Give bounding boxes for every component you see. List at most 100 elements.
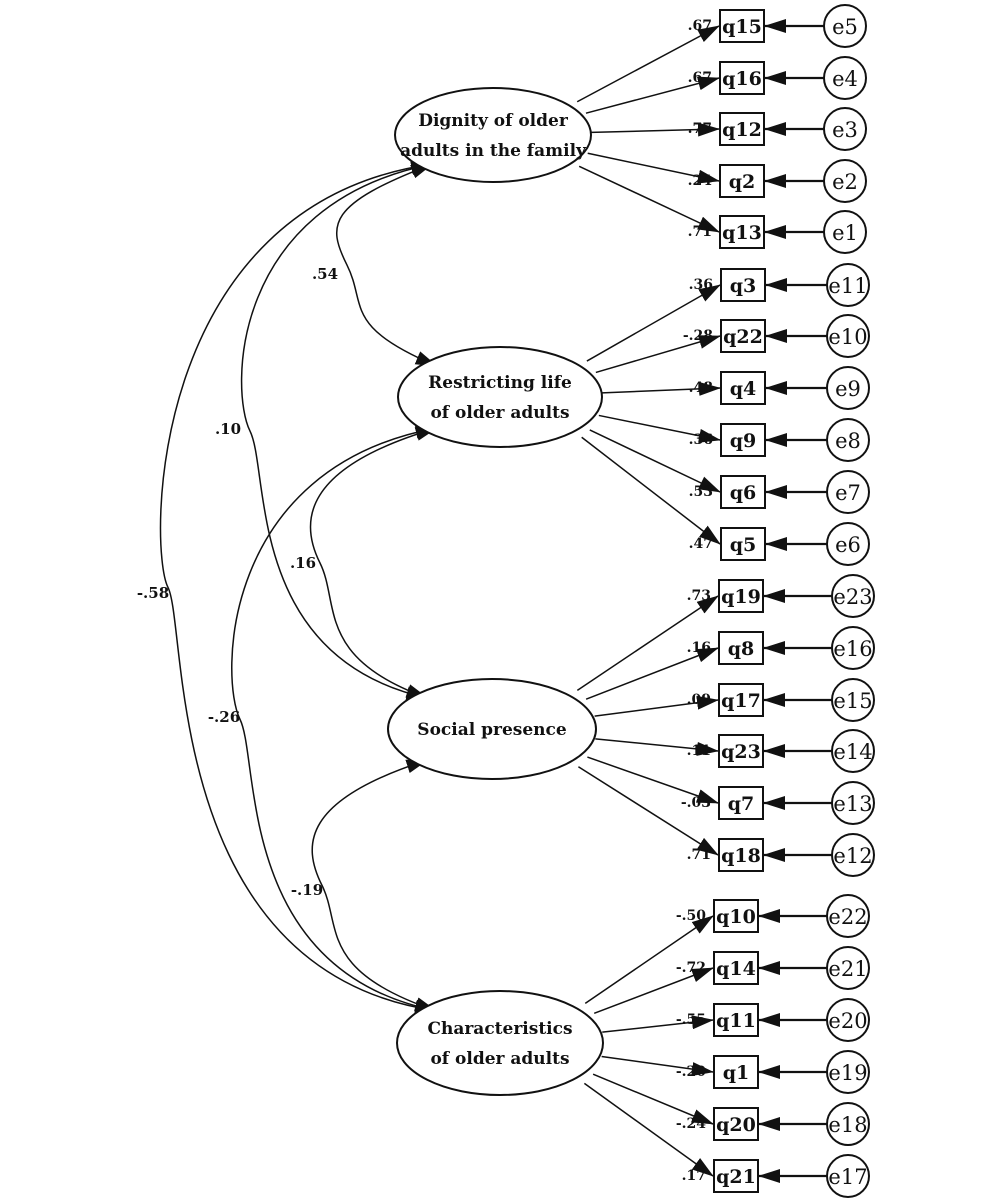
loading-path-layer <box>576 19 832 1183</box>
indicator-label: q13 <box>722 222 762 244</box>
indicator-label: q18 <box>721 845 761 867</box>
loading-value: .36 <box>689 277 713 293</box>
error-term-circle <box>826 1050 870 1094</box>
latent-factor-f3 <box>387 678 597 780</box>
error-term-label: e7 <box>835 481 861 505</box>
error-term-label: e21 <box>828 957 867 981</box>
error-term-circle <box>831 574 875 618</box>
node-layer <box>387 4 875 1198</box>
loading-value: -.20 <box>676 1064 706 1080</box>
loading-arrow <box>585 647 719 700</box>
loading-value: .67 <box>688 70 712 86</box>
latent-factor-f2 <box>397 346 603 448</box>
indicator-label: q17 <box>721 690 761 712</box>
error-term-label: e10 <box>828 325 867 349</box>
loading-arrow <box>589 429 721 493</box>
indicator-box <box>718 734 764 768</box>
indicator-box <box>720 423 766 457</box>
loading-value: -.24 <box>676 1116 706 1132</box>
error-term-circle <box>826 314 870 358</box>
loading-value: .77 <box>688 121 712 137</box>
loading-arrow <box>581 436 721 545</box>
correlation-layer <box>159 160 438 1015</box>
error-term-circle <box>826 1102 870 1146</box>
error-term-circle <box>831 833 875 877</box>
error-term-circle <box>826 263 870 307</box>
indicator-label: q7 <box>728 793 755 815</box>
indicator-label: q15 <box>722 16 762 38</box>
error-term-label: e3 <box>832 118 858 142</box>
indicator-box <box>713 1159 759 1193</box>
loading-arrow <box>585 76 720 114</box>
indicator-label: q2 <box>729 171 756 193</box>
factor-label-line: of older adults <box>430 403 569 423</box>
error-term-circle <box>831 678 875 722</box>
error-term-label: e16 <box>833 637 872 661</box>
indicator-label: q6 <box>730 482 757 504</box>
factor-label-line: Characteristics <box>427 1019 572 1039</box>
indicator-box <box>718 579 764 613</box>
error-term-circle <box>831 781 875 825</box>
correlation-value: .16 <box>290 554 316 572</box>
loading-arrow <box>602 1015 714 1033</box>
error-term-label: e20 <box>828 1009 867 1033</box>
loading-arrow <box>584 915 714 1005</box>
loading-arrow <box>594 695 719 717</box>
indicator-label: q4 <box>730 378 757 400</box>
indicator-box <box>720 475 766 509</box>
error-term-label: e22 <box>828 905 867 929</box>
indicator-box <box>718 838 764 872</box>
error-term-circle <box>826 366 870 410</box>
loading-arrow <box>593 967 714 1015</box>
loading-value: .24 <box>688 173 713 189</box>
indicator-box <box>718 631 764 665</box>
loading-value: .67 <box>688 18 712 34</box>
loading-arrow <box>576 595 719 691</box>
indicator-box <box>720 319 766 353</box>
error-term-circle <box>823 210 867 254</box>
factor-label-line: Social presence <box>417 720 567 740</box>
loading-arrow <box>587 152 720 184</box>
loading-arrow <box>602 381 721 396</box>
error-term-label: e15 <box>833 689 872 713</box>
correlation-value: .10 <box>215 420 241 438</box>
indicator-label: q16 <box>722 68 762 90</box>
correlation-value: -.26 <box>208 708 240 726</box>
loading-arrow <box>578 766 719 856</box>
indicator-box <box>718 683 764 717</box>
loading-value: .71 <box>687 847 711 863</box>
error-term-label: e12 <box>833 844 872 868</box>
loading-value: -.55 <box>676 1012 706 1028</box>
indicator-label: q14 <box>716 958 756 980</box>
correlation-value: -.58 <box>137 584 169 602</box>
indicator-box <box>713 951 759 985</box>
correlation-arc <box>309 427 438 699</box>
loading-value: .11 <box>687 743 711 759</box>
loading-arrow <box>595 738 719 756</box>
indicator-box <box>719 164 765 198</box>
loading-arrow <box>587 756 719 804</box>
error-term-label: e18 <box>828 1113 867 1137</box>
error-term-circle <box>826 1154 870 1198</box>
loading-arrow <box>586 284 721 362</box>
error-term-label: e17 <box>828 1165 867 1189</box>
error-term-label: e19 <box>828 1061 867 1085</box>
indicator-label: q9 <box>730 430 757 452</box>
indicator-box <box>713 1107 759 1141</box>
indicator-box <box>713 1003 759 1037</box>
loading-value: .71 <box>688 224 712 240</box>
error-term-circle <box>831 729 875 773</box>
error-term-label: e1 <box>832 221 858 245</box>
indicator-box <box>718 786 764 820</box>
error-term-circle <box>831 626 875 670</box>
error-term-label: e14 <box>833 740 872 764</box>
loading-value: -.72 <box>676 960 706 976</box>
indicator-label: q8 <box>728 638 755 660</box>
indicator-box <box>720 527 766 561</box>
error-term-circle <box>823 4 867 48</box>
loading-value: .53 <box>689 484 713 500</box>
error-term-circle <box>826 998 870 1042</box>
error-term-label: e4 <box>832 67 858 91</box>
